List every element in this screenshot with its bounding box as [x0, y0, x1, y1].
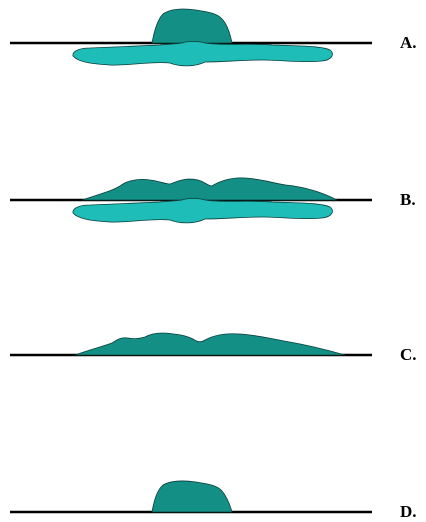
panel-a [10, 8, 372, 67]
panel-a-upper-mound [151, 8, 233, 46]
panel-b-label: B. [400, 190, 416, 209]
panel-d-label: D. [400, 502, 417, 521]
panel-c-label: C. [400, 345, 417, 364]
panel-b [10, 177, 372, 224]
panel-c [10, 332, 372, 357]
panel-a-lower-layer [72, 41, 333, 67]
panel-d [10, 480, 372, 514]
panel-d-mound [151, 480, 233, 513]
panel-b-upper-layer [81, 177, 338, 203]
panel-a-label: A. [400, 33, 417, 52]
panel-b-lower-layer [72, 198, 333, 224]
panel-c-mound [74, 332, 346, 356]
